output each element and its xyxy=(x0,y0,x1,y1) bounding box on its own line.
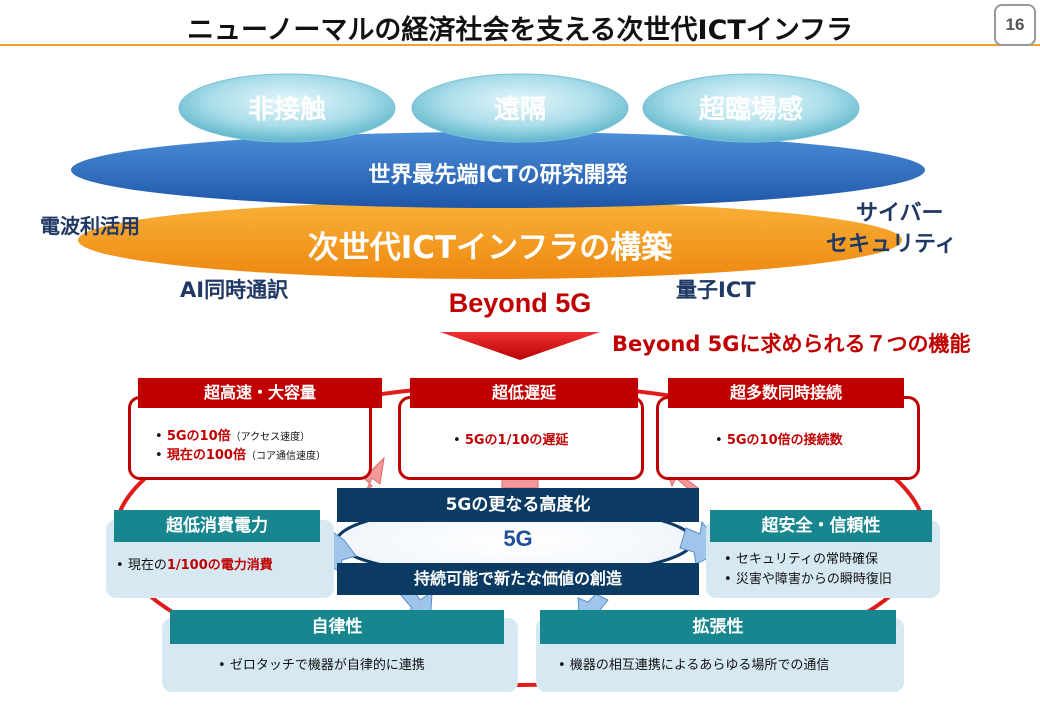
sustainable-bar: 持続可能で新たな価値の創造 xyxy=(337,563,699,595)
autonomy-bullet-1: ゼロタッチで機器が自律的に連携 xyxy=(229,658,425,673)
seven-functions-label: Beyond 5Gに求められる７つの機能 xyxy=(612,332,971,356)
security-header: 超安全・信頼性 xyxy=(710,510,932,542)
quantum-ict-label: 量子ICT xyxy=(676,278,756,302)
speed-box: • 5Gの10倍（アクセス速度） • 現在の100倍（コア通信速度） xyxy=(128,396,372,480)
pill-immersive: 超臨場感 xyxy=(698,95,803,125)
latency-header: 超低遅延 xyxy=(410,378,638,408)
extension-header: 拡張性 xyxy=(540,610,896,644)
power-bullet-bold: 1/100の電力消費 xyxy=(166,558,273,573)
infra-label: 次世代ICTインフラの構築 xyxy=(307,230,673,266)
radio-use-label: 電波利活用 xyxy=(40,214,140,238)
speed-bullet-2-note: （コア通信速度） xyxy=(245,451,326,462)
power-header: 超低消費電力 xyxy=(114,510,320,542)
connections-box: • 5Gの10倍の接続数 xyxy=(656,396,920,480)
ai-translation-label: AI同時通訳 xyxy=(180,278,289,302)
upgrade-bar: 5Gの更なる高度化 xyxy=(337,488,699,522)
latency-bullet-1: 5Gの1/10の遅延 xyxy=(464,433,569,448)
research-ellipse xyxy=(71,132,925,208)
cyber-label-1: サイバー xyxy=(856,201,944,226)
research-label: 世界最先端ICTの研究開発 xyxy=(368,163,628,188)
speed-bullet-1-note: （アクセス速度） xyxy=(230,432,311,443)
pill-ellipse-1 xyxy=(178,73,396,143)
pill-ellipse-2 xyxy=(411,73,629,143)
speed-bullet-1: 5Gの10倍 xyxy=(166,429,231,444)
title-underline xyxy=(0,44,1040,46)
speed-header: 超高速・大容量 xyxy=(138,378,382,408)
security-bullet-2: 災害や障害からの瞬時復旧 xyxy=(735,572,892,587)
pill-ellipse-3 xyxy=(642,73,860,143)
cyber-label-2: セキュリティ xyxy=(826,232,957,257)
speed-bullet-2: 現在の100倍 xyxy=(166,448,246,463)
page-title: ニューノーマルの経済社会を支える次世代ICTインフラ xyxy=(186,15,854,46)
connections-bullet-1: 5Gの10倍の接続数 xyxy=(726,433,843,448)
pill-non-contact: 非接触 xyxy=(247,95,326,125)
page-number: 16 xyxy=(994,4,1036,46)
infra-ellipse xyxy=(78,201,902,279)
beyond-5g-label: Beyond 5G xyxy=(448,288,592,318)
autonomy-header: 自律性 xyxy=(170,610,504,644)
down-arrow xyxy=(440,332,600,360)
extension-bullet-1: 機器の相互連携によるあらゆる場所での通信 xyxy=(569,658,830,673)
security-bullet-1: セキュリティの常時確保 xyxy=(735,552,879,567)
connections-header: 超多数同時接続 xyxy=(668,378,904,408)
latency-box: • 5Gの1/10の遅延 xyxy=(398,396,644,480)
power-bullet-pre: 現在の xyxy=(127,558,167,573)
core-5g-label: 5G xyxy=(503,526,533,551)
pill-remote: 遠隔 xyxy=(493,95,546,125)
